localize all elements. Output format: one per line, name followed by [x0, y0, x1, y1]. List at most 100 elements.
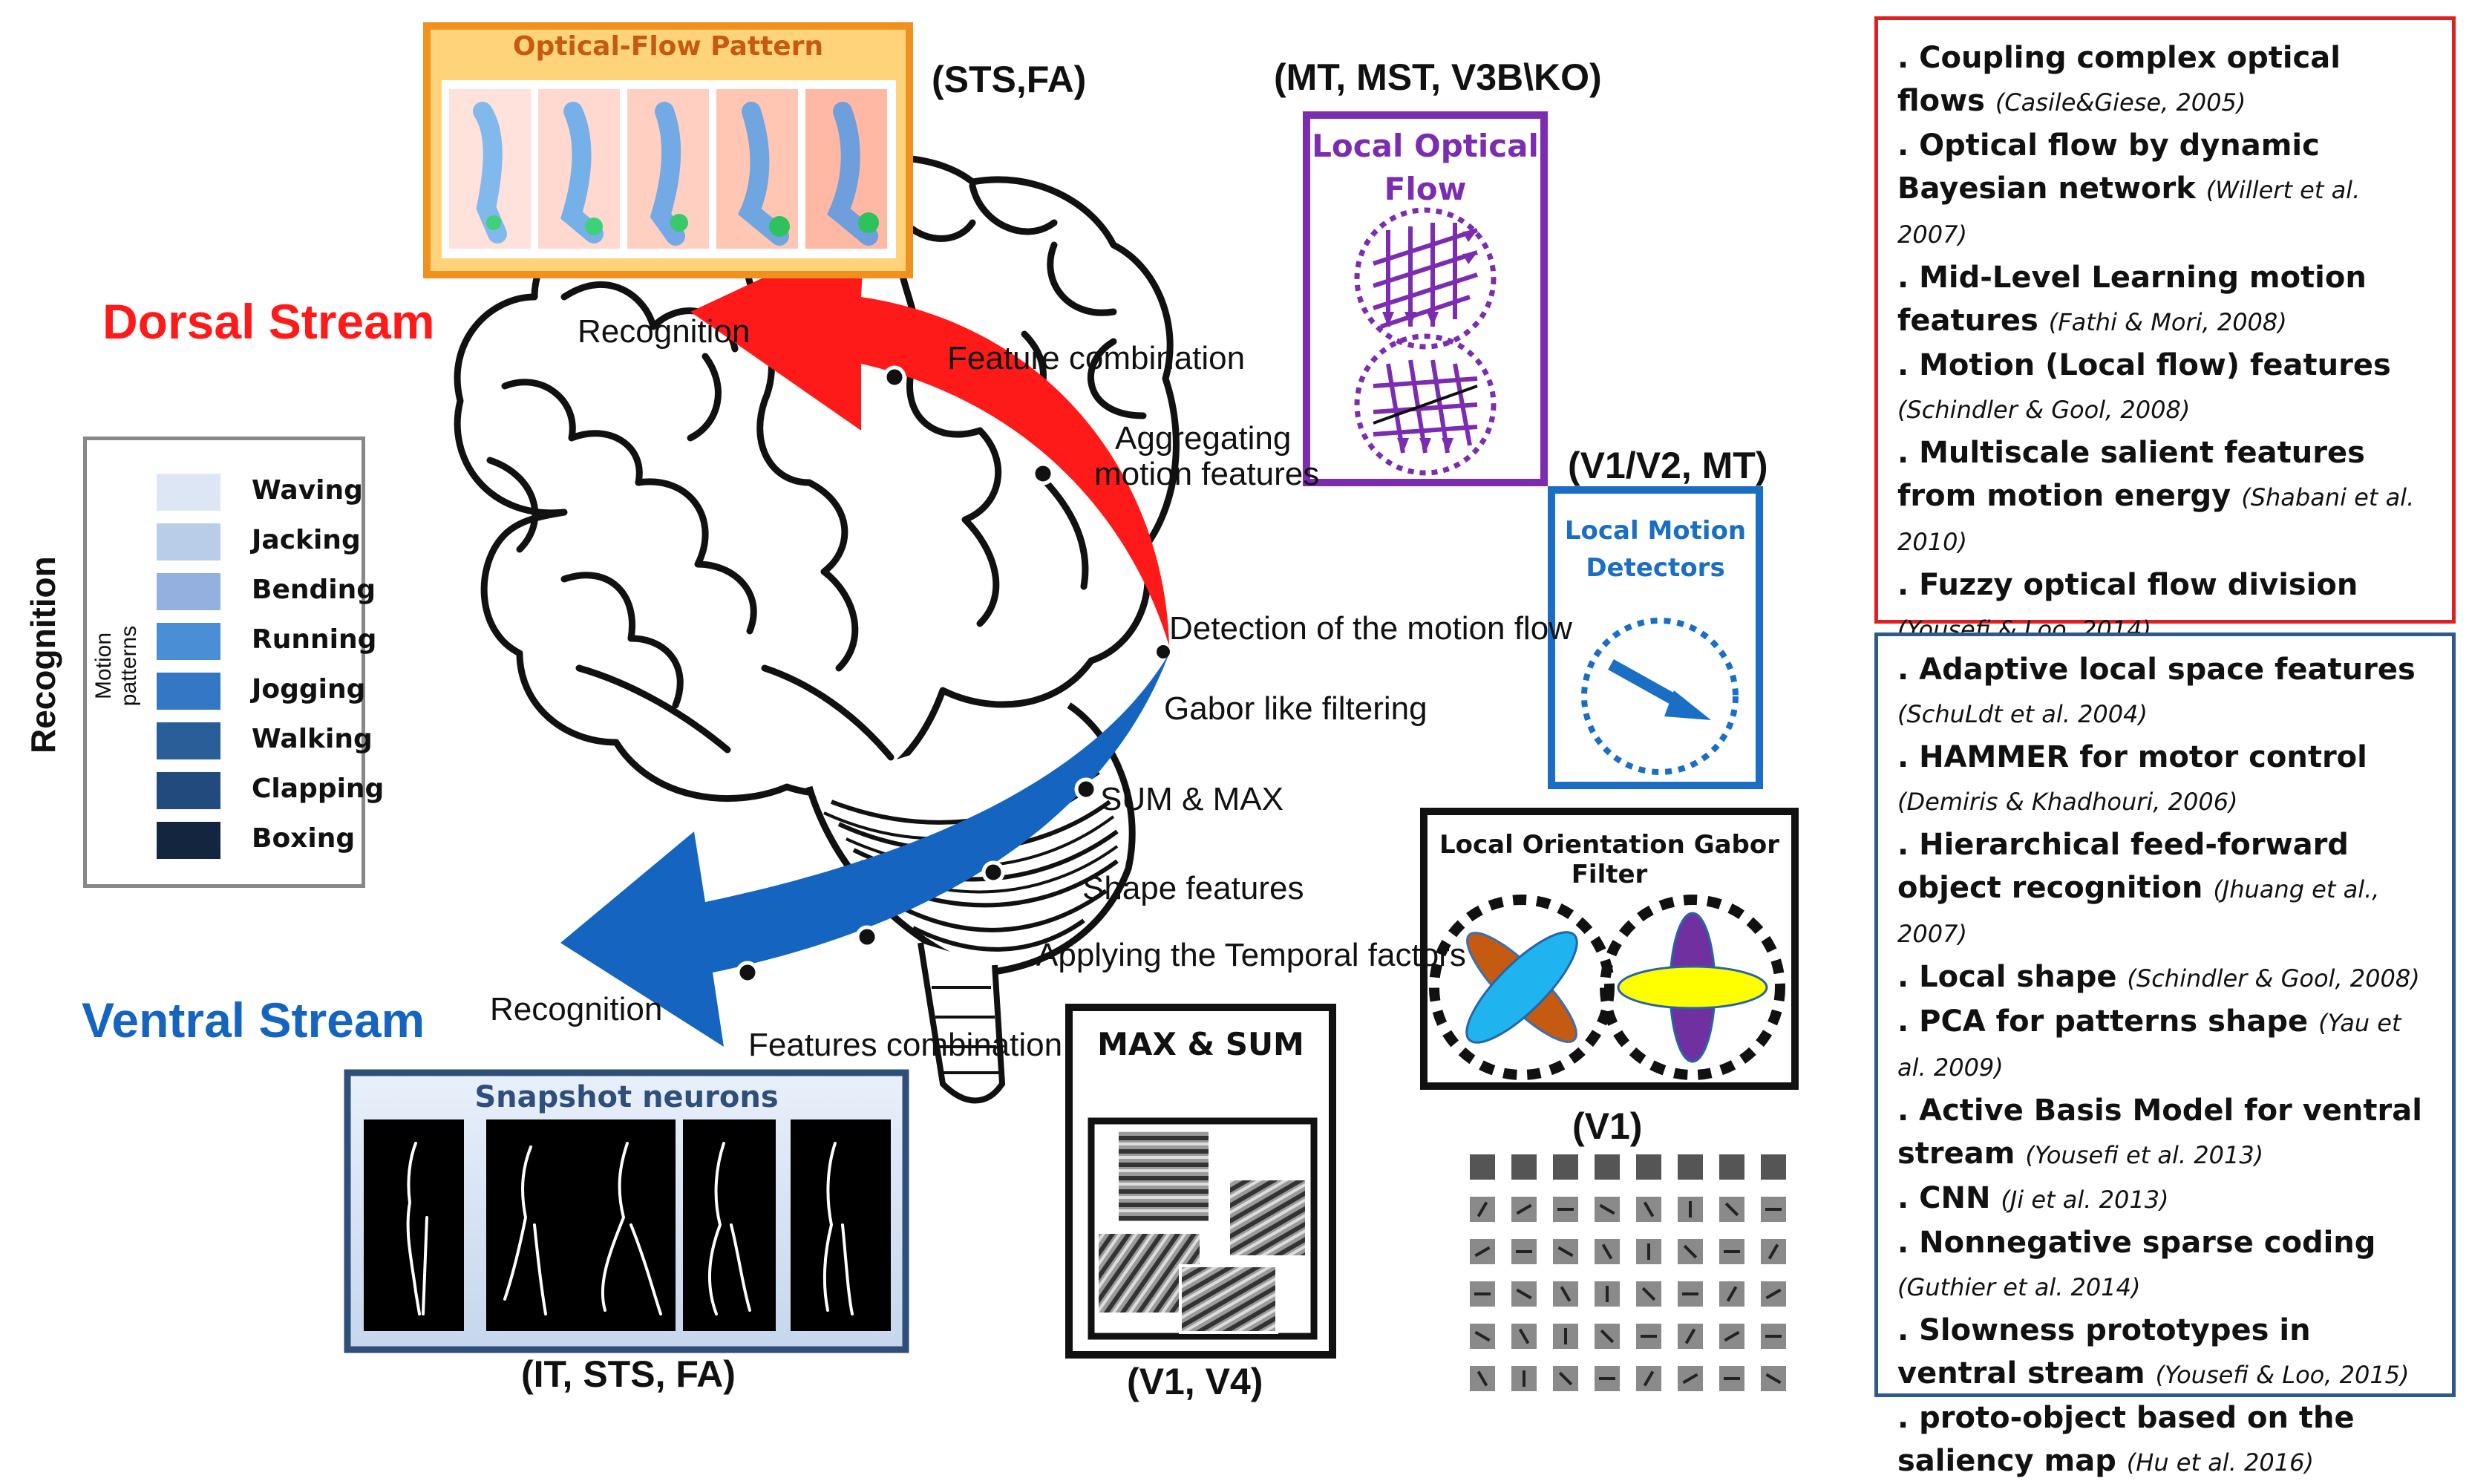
reference-item: . Adaptive local space features (SchuLdt…	[1897, 648, 2436, 736]
max-sum-box	[1065, 1004, 1336, 1359]
legend-label: Boxing	[252, 823, 356, 854]
reference-item: . Multiscale salient features from motio…	[1897, 431, 2436, 563]
legend-swatch	[157, 772, 220, 809]
legend-swatch	[157, 722, 220, 759]
gabor-filter-cell	[1511, 1154, 1537, 1180]
gabor-filter-stripe	[1726, 1286, 1738, 1302]
reference-citation: (Ji et al. 2013)	[2001, 1186, 2169, 1214]
local-motion-line1: Local Motion	[1564, 516, 1747, 546]
v1-region: (V1)	[1572, 1105, 1643, 1147]
legend-swatch	[157, 673, 220, 710]
optical-flow-pattern-title: Optical-Flow Pattern	[512, 31, 824, 62]
gabor-filter-cell	[1470, 1154, 1495, 1180]
reference-title: . CNN	[1897, 1181, 1991, 1215]
gabor-filter-stripe	[1477, 1201, 1488, 1217]
gabor-filter-stripe	[1643, 1201, 1655, 1217]
gabor-filter-stripe	[1558, 1371, 1573, 1386]
ventral-recognition-label: Recognition	[490, 991, 663, 1027]
reference-item: . PCA for patterns shape (Yau et al. 200…	[1897, 1000, 2436, 1089]
reference-title: . Nonnegative sparse coding	[1897, 1226, 2376, 1260]
legend-swatch	[157, 523, 220, 560]
reference-title: . Slowness prototypes in ventral stream	[1897, 1313, 2311, 1390]
stream-waypoints	[736, 365, 1170, 984]
feature-combination-label: Feature combination	[947, 340, 1246, 376]
recognition-vertical-label: Recognition	[24, 556, 62, 754]
reference-citation: (Schindler & Gool, 2008)	[2127, 964, 2420, 993]
reference-item: . Slowness prototypes in ventral stream …	[1897, 1309, 2436, 1396]
local-optical-flow-line2: Flow	[1384, 171, 1467, 207]
gabor-filter-stripe	[1765, 1288, 1782, 1300]
reference-title: . Coupling complex optical flows	[1897, 41, 2341, 118]
reference-title: . Active Basis Model for ventral stream	[1897, 1094, 2422, 1171]
gabor-filter-box	[1420, 808, 1799, 1090]
gabor-filter-stripe	[1599, 1203, 1615, 1215]
sum-max-label: SUM & MAX	[1100, 781, 1283, 817]
diagram-graphics	[344, 22, 1799, 1391]
gabor-filter-stripe	[1518, 1328, 1530, 1344]
snapshot-neurons-box	[344, 1069, 909, 1353]
reference-item: . Mid-Level Learning motion features (Fa…	[1897, 256, 2436, 344]
dorsal-stream-title: Dorsal Stream	[102, 294, 435, 349]
reference-item: . Local shape (Schindler & Gool, 2008)	[1897, 955, 2436, 1000]
gabor-filter-bank	[1470, 1154, 1786, 1391]
dorsal-references-box: . Coupling complex optical flows (Casile…	[1874, 16, 2456, 731]
gabor-filter-stripe	[1516, 1288, 1532, 1300]
ventral-stream-title: Ventral Stream	[82, 993, 425, 1047]
gabor-filter-cell	[1678, 1154, 1703, 1180]
reference-item: . Active Basis Model for ventral stream …	[1897, 1089, 2436, 1177]
gabor-filter-stripe	[1765, 1373, 1782, 1385]
gabor-filtering-label: Gabor like filtering	[1164, 690, 1428, 727]
reference-item: . Nonnegative sparse coding (Guthier et …	[1897, 1221, 2436, 1309]
features-combination-label: Features combination	[748, 1027, 1063, 1063]
reference-citation: (Yousefi et al. 2013)	[2025, 1141, 2264, 1169]
local-optical-flow-title: Local Optical Flow	[1307, 125, 1544, 211]
reference-title: . HAMMER for motor control	[1897, 740, 2367, 774]
aggregating-label: Aggregating	[1115, 420, 1292, 457]
local-motion-line2: Detectors	[1586, 553, 1725, 583]
gabor-filter-stripe	[1641, 1287, 1656, 1301]
gabor-filter-stripe	[1684, 1328, 1696, 1344]
ventral-references-box: . Adaptive local space features (SchuLdt…	[1874, 633, 2456, 1478]
local-motion-detectors-box	[1548, 486, 1763, 789]
gabor-filter-cell	[1719, 1154, 1744, 1180]
gabor-filter-stripe	[1724, 1202, 1739, 1217]
reference-citation: (Demiris & Khadhouri, 2006)	[1897, 788, 2238, 816]
dorsal-arrow	[690, 230, 1169, 646]
gabor-filter-cell	[1553, 1154, 1578, 1180]
reference-item: . Motion (Local flow) features (Schindle…	[1897, 344, 2436, 431]
reference-citation: (Jhuang et al., 2007)	[1897, 875, 2380, 948]
reference-title: . Mid-Level Learning motion features	[1897, 261, 2367, 338]
snapshot-neurons-title: Snapshot neurons	[474, 1080, 779, 1114]
reference-citation: (Fathi & Mori, 2008)	[2048, 308, 2287, 336]
reference-title: . Local shape	[1897, 960, 2117, 994]
reference-citation: (Hu et al. 2016)	[2126, 1448, 2314, 1477]
v1-v4-region: (V1, V4)	[1127, 1361, 1263, 1402]
it-sts-fa-region: (IT, STS, FA)	[521, 1353, 736, 1395]
local-optical-flow-box	[1303, 111, 1548, 486]
local-motion-detectors-title: Local Motion Detectors	[1551, 512, 1759, 586]
reference-citation: (Yau et al. 2009)	[1897, 1009, 2401, 1082]
legend-label: Jacking	[252, 525, 361, 555]
legend-label: Running	[252, 624, 377, 655]
legend-swatch	[157, 573, 220, 610]
gabor-filter-stripe	[1682, 1373, 1698, 1385]
reference-citation: (Schindler & Gool, 2008)	[1897, 396, 2191, 424]
gabor-filter-stripe	[1477, 1370, 1488, 1387]
reference-title: . Hierarchical feed-forward object recog…	[1897, 828, 2349, 905]
reference-citation: (SchuLdt et al. 2004)	[1897, 700, 2148, 728]
gabor-filter-stripe	[1600, 1329, 1615, 1344]
ventral-arrow	[560, 653, 1169, 1047]
reference-item: . CNN (Ji et al. 2013)	[1897, 1177, 2436, 1221]
optical-flow-pattern-box	[423, 22, 913, 278]
gabor-filter-cell	[1636, 1154, 1661, 1180]
legend-swatch	[157, 474, 220, 511]
legend-title: Motion patterns	[91, 625, 141, 707]
reference-item: . proto-object based on the saliency map…	[1897, 1396, 2436, 1484]
reference-citation: (Casile&Giese, 2005)	[1995, 88, 2246, 117]
reference-title: . PCA for patterns shape	[1897, 1004, 2309, 1039]
gabor-filter-stripe	[1474, 1330, 1491, 1342]
max-sum-title: MAX & SUM	[1097, 1026, 1304, 1062]
legend-label: Walking	[252, 724, 373, 754]
reference-title: . Optical flow by dynamic Bayesian netwo…	[1897, 128, 2320, 206]
